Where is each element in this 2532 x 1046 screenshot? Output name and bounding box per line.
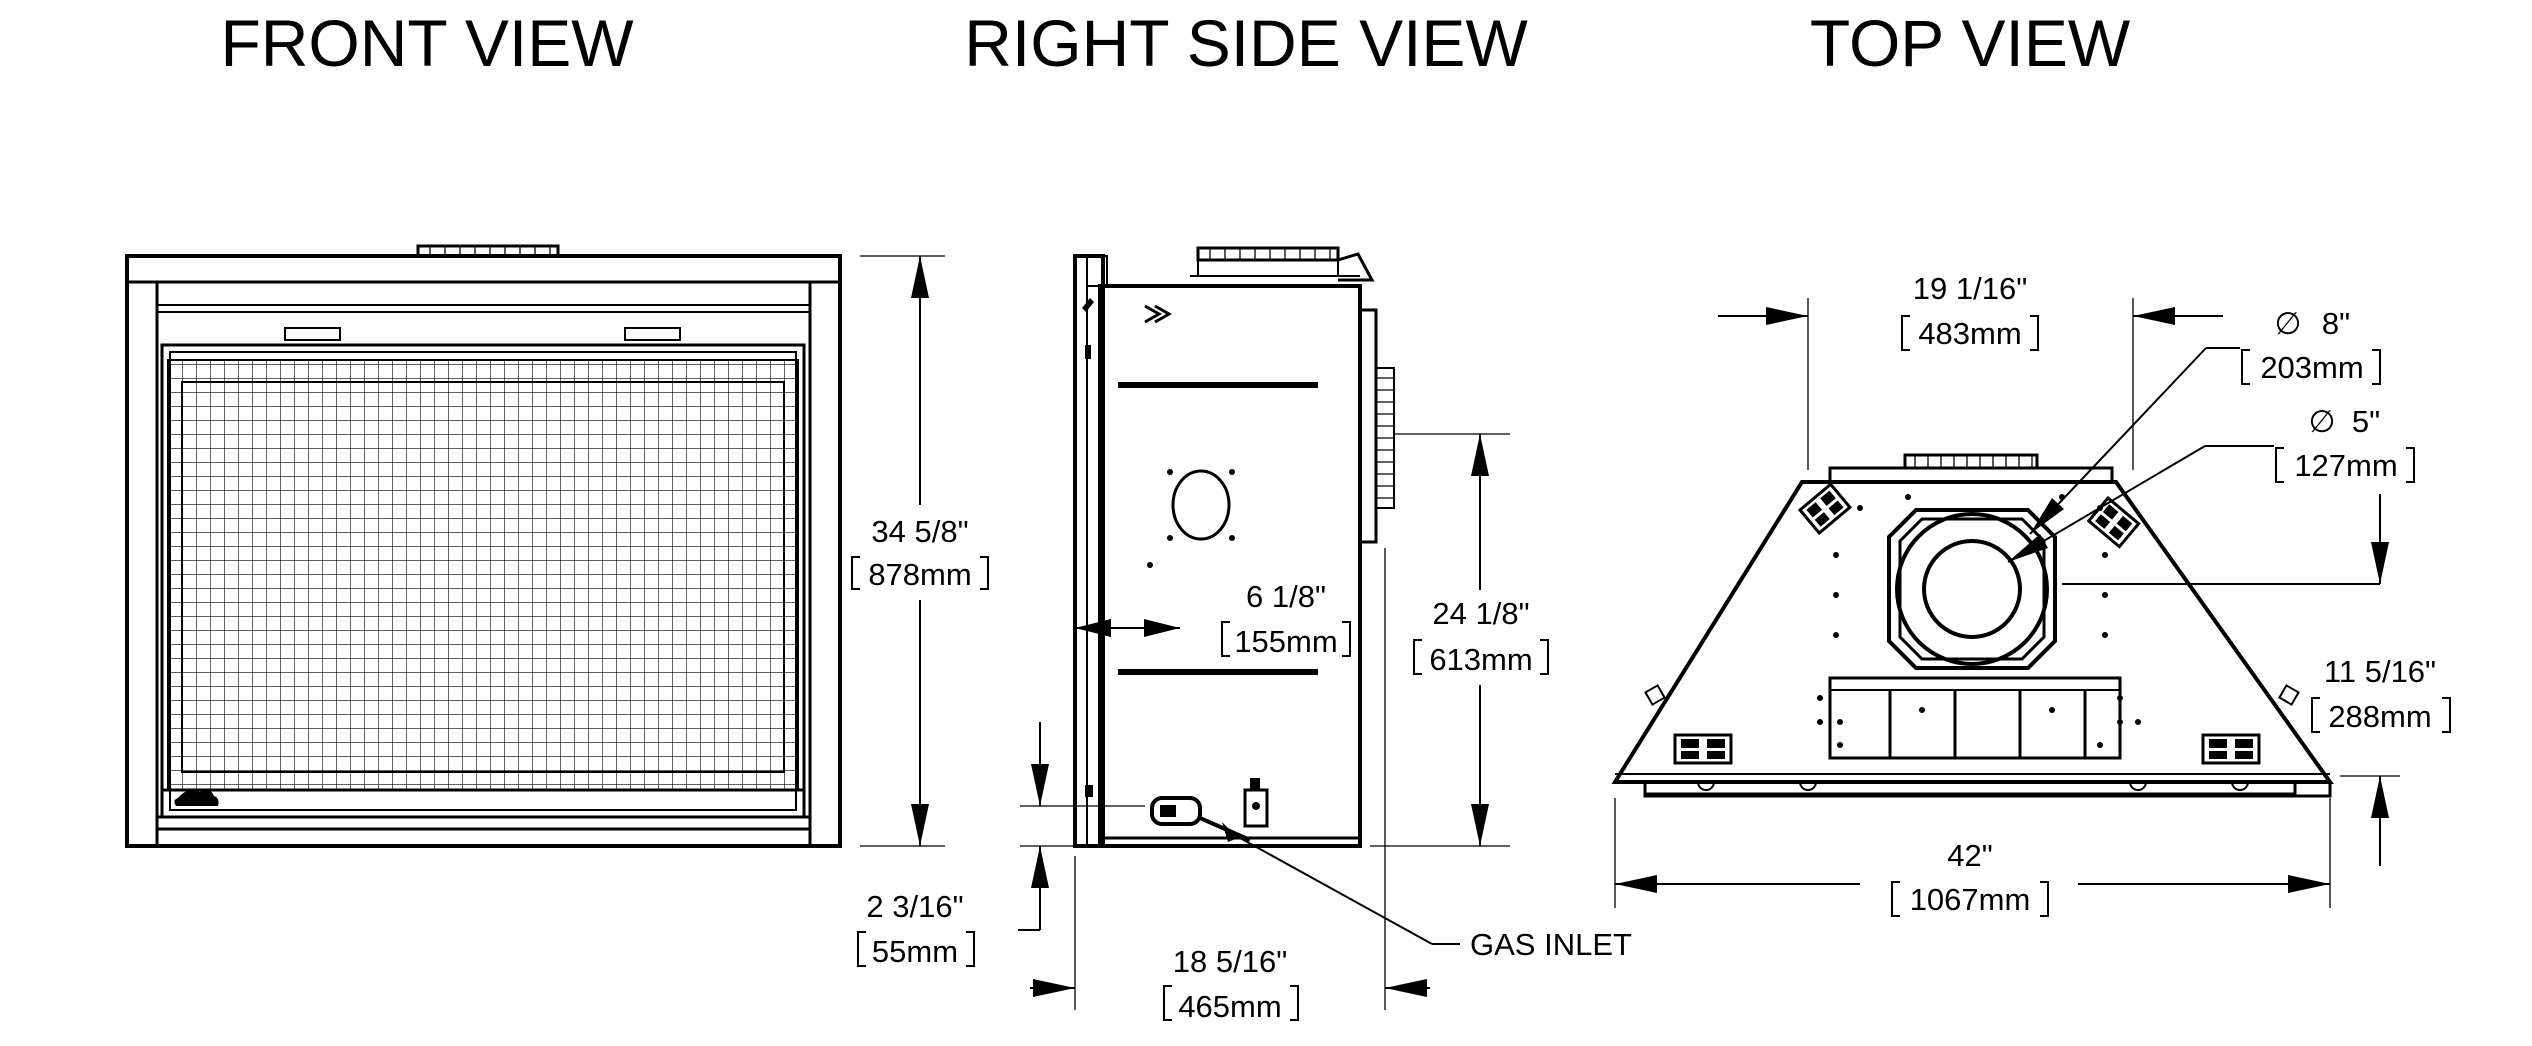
gas-inlet-label: GAS INLET xyxy=(1470,927,1632,962)
right-side-view-title: RIGHT SIDE VIEW xyxy=(964,6,1528,80)
top-width-dimension: 42" 1067mm xyxy=(1614,798,2331,917)
outer-diameter-imperial: 8" xyxy=(2322,306,2350,341)
side-gas-height-metric: 55mm xyxy=(872,934,958,969)
top-view xyxy=(1611,453,2380,798)
logo-icon xyxy=(174,788,219,806)
front-height-dimension: 34 5/8" 878mm xyxy=(851,255,989,847)
side-inner-depth-imperial: 6 1/8" xyxy=(1246,579,1326,614)
inner-diameter-imperial: 5" xyxy=(2352,404,2380,439)
grille-bottom-right xyxy=(2201,733,2261,765)
top-outer-diameter-callout: ∅ 8" 203mm xyxy=(2029,306,2381,535)
top-flue-offset-imperial: 19 1/16" xyxy=(1913,271,2027,306)
top-flue-offset-metric: 483mm xyxy=(1918,316,2021,351)
side-flue-height-imperial: 24 1/8" xyxy=(1432,596,1529,631)
front-view xyxy=(125,244,842,848)
gas-inlet-arrow xyxy=(1222,822,1238,842)
front-height-metric: 878mm xyxy=(868,557,971,592)
inner-diameter-metric: 127mm xyxy=(2294,448,2397,483)
outer-diameter-metric: 203mm xyxy=(2260,350,2363,385)
top-flue-depth-metric: 288mm xyxy=(2328,699,2431,734)
grille-top-left xyxy=(1797,482,1853,536)
top-inner-diameter-callout: ∅ 5" 127mm xyxy=(2007,404,2415,563)
side-gas-height-imperial: 2 3/16" xyxy=(866,889,963,924)
top-width-metric: 1067mm xyxy=(1910,882,2031,917)
grille-bottom-left xyxy=(1673,733,1733,765)
top-width-imperial: 42" xyxy=(1947,838,1993,873)
front-screen-mesh xyxy=(168,360,798,790)
side-inner-depth-metric: 155mm xyxy=(1234,624,1337,659)
top-flue-offset-dimension: 19 1/16" 483mm xyxy=(1718,271,2223,470)
inner-diameter-symbol: ∅ xyxy=(2308,404,2335,439)
outer-diameter-symbol: ∅ xyxy=(2274,306,2301,341)
top-flue-depth-imperial: 11 5/16" xyxy=(2324,654,2436,689)
top-flue-depth-dimension: 11 5/16" 288mm xyxy=(2311,494,2451,866)
gas-inlet-callout: GAS INLET xyxy=(1239,837,1632,962)
side-gas-height-dimension: 2 3/16" 55mm xyxy=(857,722,1145,969)
side-depth-dimension: 18 5/16" 465mm xyxy=(1030,548,1430,1024)
side-flue-height-metric: 613mm xyxy=(1429,642,1532,677)
side-inner-depth-dimension: 6 1/8" 155mm xyxy=(1075,579,1351,659)
side-flue-height-dimension: 24 1/8" 613mm xyxy=(1370,433,1549,847)
front-height-imperial: 34 5/8" xyxy=(871,514,968,549)
right-side-view xyxy=(1073,246,1395,848)
top-view-title: TOP VIEW xyxy=(1810,6,2131,80)
front-view-title: FRONT VIEW xyxy=(220,6,634,80)
side-depth-metric: 465mm xyxy=(1178,989,1281,1024)
side-depth-imperial: 18 5/16" xyxy=(1173,944,1287,979)
